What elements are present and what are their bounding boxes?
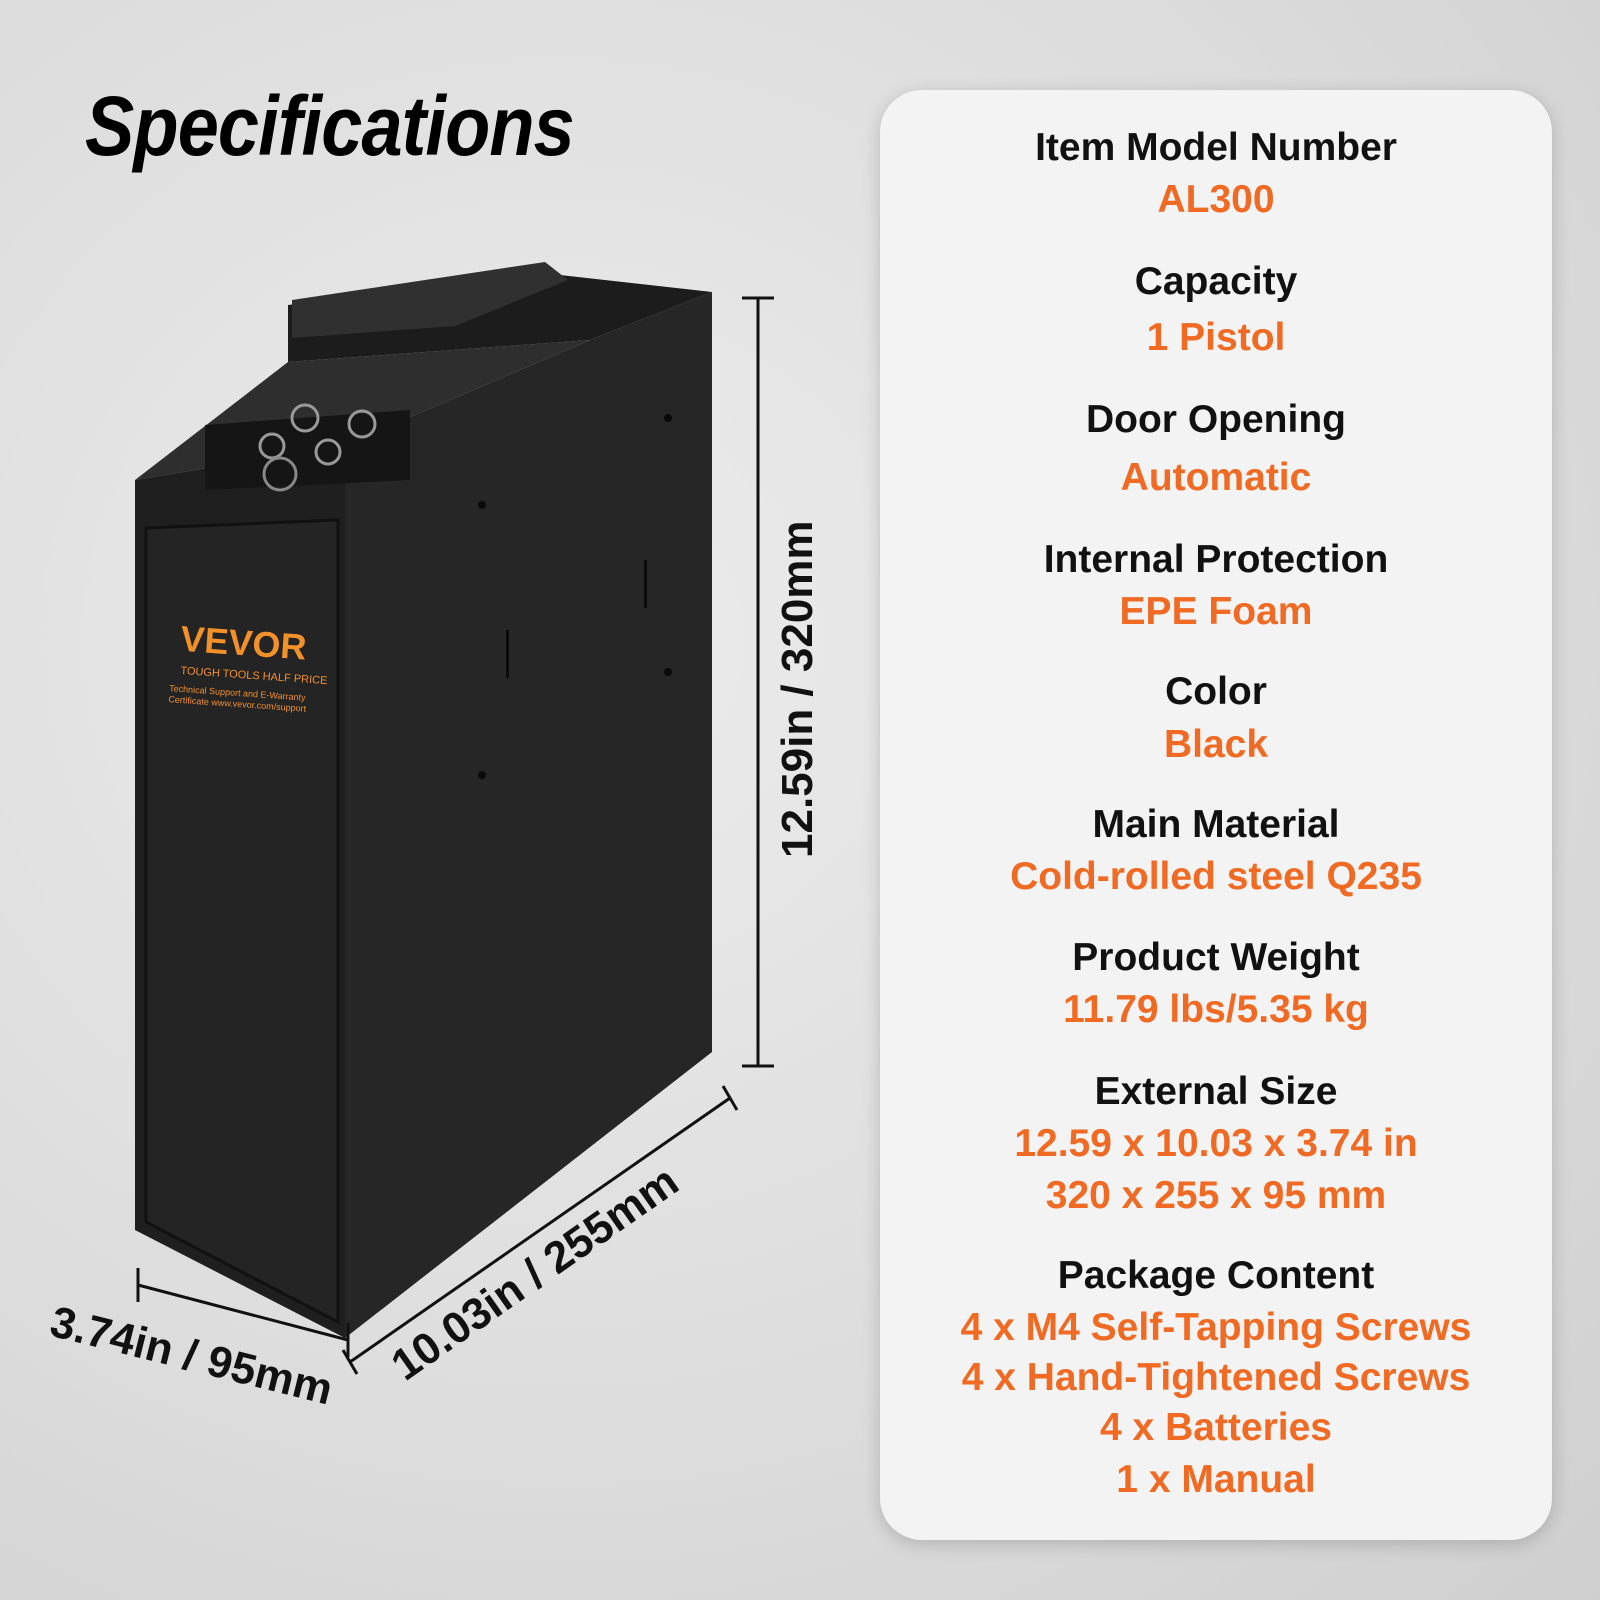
spec-value: 320 x 255 x 95 mm (1045, 1174, 1387, 1217)
spec-value: EPE Foam (1119, 590, 1313, 633)
safe-top-plate (292, 262, 568, 338)
spec-value: 12.59 x 10.03 x 3.74 in (1014, 1122, 1418, 1165)
spec-label: External Size (1094, 1070, 1338, 1113)
spec-label: Color (1165, 670, 1267, 713)
spec-value: 4 x Hand-Tightened Screws (961, 1356, 1471, 1399)
mounting-holes (478, 414, 672, 779)
width-dimension-line (136, 1268, 350, 1357)
svg-text:VEVOR: VEVOR (179, 618, 308, 668)
spec-value: Automatic (1120, 456, 1312, 499)
length-dimension-line (341, 1085, 739, 1375)
spec-value: 1 x Manual (1116, 1458, 1316, 1501)
spec-label: Package Content (1057, 1254, 1375, 1297)
spec-label: Door Opening (1086, 398, 1346, 441)
spec-label: Item Model Number (1035, 126, 1397, 169)
spec-card: Item Model Number AL300 Capacity 1 Pisto… (880, 90, 1552, 1540)
spec-value: AL300 (1157, 178, 1275, 221)
fingerprint-keypad-icon (205, 403, 410, 492)
height-dimension-line (742, 296, 774, 1068)
product-illustration: VEVOR TOUGH TOOLS HALF PRICE Technical S… (46, 262, 822, 1415)
spec-value: 4 x M4 Self-Tapping Screws (960, 1306, 1472, 1349)
spec-value: 11.79 lbs/5.35 kg (1063, 988, 1369, 1031)
spec-value: 1 Pistol (1146, 316, 1286, 359)
spec-value: Black (1163, 723, 1269, 766)
spec-label: Capacity (1134, 260, 1298, 303)
spec-label: Main Material (1092, 803, 1340, 846)
spec-label: Product Weight (1072, 936, 1360, 979)
safe-side-face (345, 292, 712, 1338)
height-dimension-label: 12.59in / 320mm (773, 520, 822, 858)
width-dimension-label: 3.74in / 95mm (46, 1297, 338, 1414)
spec-value: 4 x Batteries (1100, 1406, 1332, 1449)
spec-value: Cold-rolled steel Q235 (1010, 855, 1422, 898)
page-title: Specifications (85, 79, 575, 173)
spec-label: Internal Protection (1043, 538, 1389, 581)
safe-door (144, 518, 340, 1325)
